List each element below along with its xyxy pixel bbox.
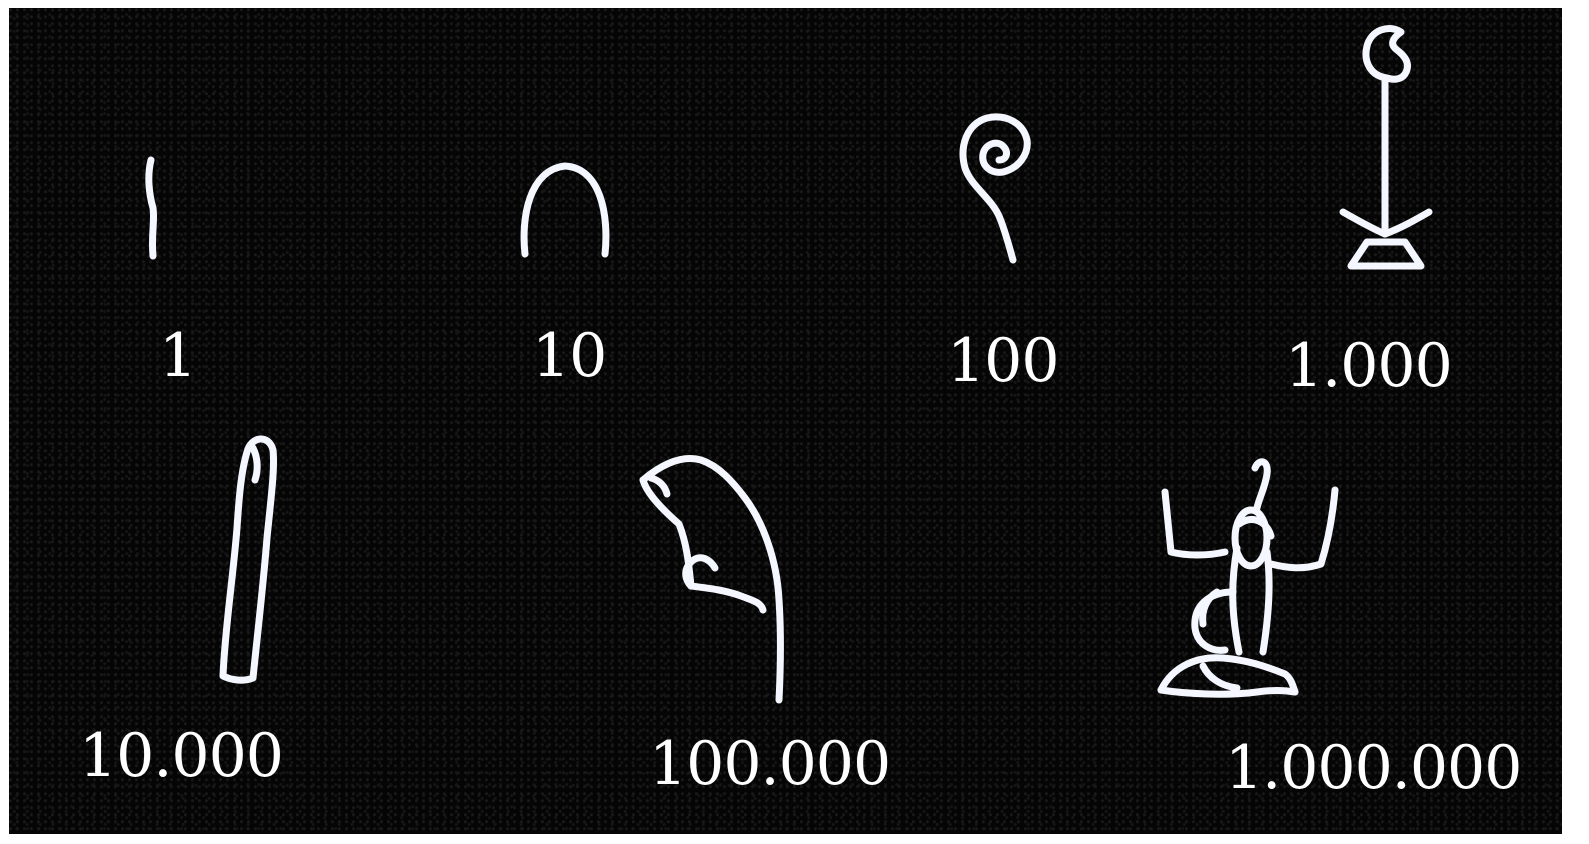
numeral-value-1: 1: [159, 326, 196, 386]
numeral-value-100: 100: [947, 331, 1059, 391]
numeral-value-10: 10: [532, 326, 606, 386]
hieroglyph-numerals-diagram: 1 10 100 1.000 10.000: [9, 8, 1562, 834]
finger-icon: [213, 428, 293, 698]
numeral-value-1000000: 1.000.000: [1225, 738, 1521, 798]
lotus-plant-icon: [1327, 16, 1437, 276]
stroke-icon: [139, 156, 169, 266]
numeral-value-1000: 1.000: [1285, 336, 1452, 396]
heel-bone-icon: [515, 158, 615, 268]
numeral-value-100000: 100.000: [649, 734, 890, 794]
coil-of-rope-icon: [951, 110, 1041, 270]
heh-god-icon: [1147, 452, 1357, 702]
tadpole-frog-icon: [637, 450, 797, 710]
numeral-value-10000: 10.000: [79, 726, 283, 786]
